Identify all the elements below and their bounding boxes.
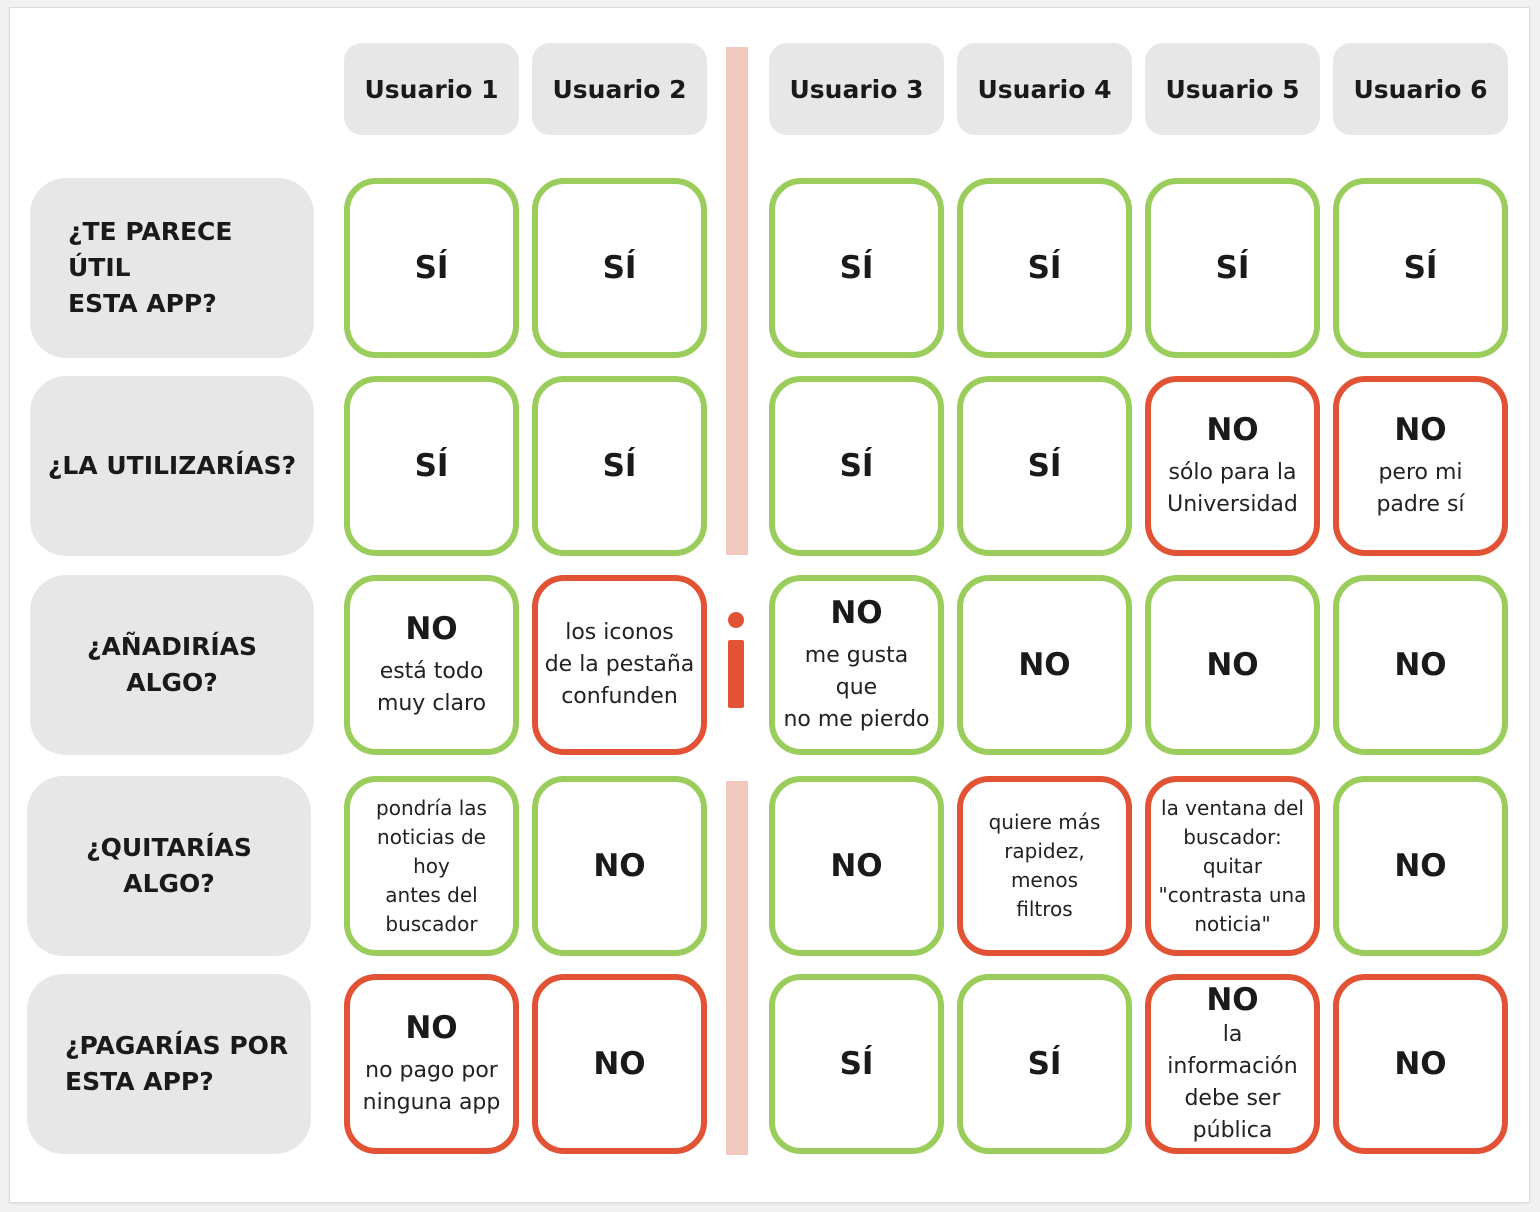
answer-main: SÍ [839, 250, 874, 286]
answer-main: NO [1394, 647, 1447, 683]
exclamation-dot [728, 612, 744, 628]
question-label: ¿QUITARÍAS ALGO? [86, 833, 252, 898]
answer-card-r1-u1: SÍ [344, 178, 519, 358]
header-usuario-4: Usuario 4 [957, 43, 1132, 135]
answer-card-r4-u3: NO [769, 776, 944, 956]
question-1: ¿TE PARECE ÚTIL ESTA APP? [30, 178, 314, 358]
question-label: ¿PAGARÍAS POR ESTA APP? [65, 1031, 289, 1096]
answer-note: la ventana del buscador: quitar "contras… [1158, 795, 1307, 936]
answer-card-r5-u4: SÍ [957, 974, 1132, 1154]
answer-note: pero mi padre sí [1376, 460, 1465, 517]
answer-main: NO [1206, 647, 1259, 683]
exclamation-icon [726, 612, 748, 708]
exclamation-stem [728, 640, 744, 708]
answer-card-r5-u3: SÍ [769, 974, 944, 1154]
answer-card-r3-u6: NO [1333, 575, 1508, 755]
answer-main: SÍ [602, 250, 637, 286]
answer-main: NO [1018, 647, 1071, 683]
answer-main: NO [830, 595, 883, 631]
answer-card-r2-u5: NO sólo para la Universidad [1145, 376, 1320, 556]
answer-main: SÍ [602, 448, 637, 484]
answer-card-r1-u2: SÍ [532, 178, 707, 358]
answer-main: NO [593, 848, 646, 884]
header-usuario-1: Usuario 1 [344, 43, 519, 135]
answer-main: NO [593, 1046, 646, 1082]
answer-main: NO [405, 1010, 458, 1046]
answer-card-r2-u2: SÍ [532, 376, 707, 556]
question-label: ¿LA UTILIZARÍAS? [47, 451, 297, 480]
answer-note: me gusta que no me pierdo [783, 643, 930, 732]
question-label: ¿TE PARECE ÚTIL ESTA APP? [68, 217, 233, 318]
answer-card-r5-u1: NO no pago por ninguna app [344, 974, 519, 1154]
answer-card-r2-u4: SÍ [957, 376, 1132, 556]
answer-card-r4-u6: NO [1333, 776, 1508, 956]
answer-note: pondría las noticias de hoy antes del bu… [376, 795, 487, 936]
divider-bar-top [726, 47, 748, 555]
answer-main: NO [1394, 1046, 1447, 1082]
answer-note: está todo muy claro [376, 659, 487, 716]
answer-card-r5-u2: NO [532, 974, 707, 1154]
answer-card-r3-u2: los iconos de la pestaña confunden [532, 575, 707, 755]
answer-note: sólo para la Universidad [1167, 460, 1298, 517]
question-5: ¿PAGARÍAS POR ESTA APP? [27, 974, 311, 1154]
answer-note: quiere más rapidez, menos filtros [988, 810, 1101, 921]
answer-main: SÍ [839, 448, 874, 484]
answer-card-r4-u2: NO [532, 776, 707, 956]
answer-note: los iconos de la pestaña confunden [544, 620, 695, 709]
answer-main: NO [830, 848, 883, 884]
divider-bar-bottom [726, 781, 748, 1155]
question-3: ¿AÑADIRÍAS ALGO? [30, 575, 314, 755]
answer-main: SÍ [1215, 250, 1250, 286]
answer-note: no pago por ninguna app [362, 1058, 501, 1115]
answer-main: SÍ [1027, 1046, 1062, 1082]
answer-card-r2-u6: NO pero mi padre sí [1333, 376, 1508, 556]
answer-card-r3-u3: NO me gusta que no me pierdo [769, 575, 944, 755]
question-label: ¿AÑADIRÍAS ALGO? [86, 632, 258, 697]
answer-card-r5-u5: NO la información debe ser pública [1145, 974, 1320, 1154]
answer-main: SÍ [414, 250, 449, 286]
answer-card-r2-u3: SÍ [769, 376, 944, 556]
answer-main: SÍ [1027, 448, 1062, 484]
answer-card-r1-u4: SÍ [957, 178, 1132, 358]
answer-main: NO [405, 611, 458, 647]
question-2: ¿LA UTILIZARÍAS? [30, 376, 314, 556]
answer-main: NO [1394, 848, 1447, 884]
answer-card-r5-u6: NO [1333, 974, 1508, 1154]
answer-card-r1-u3: SÍ [769, 178, 944, 358]
answer-card-r3-u4: NO [957, 575, 1132, 755]
answer-main: NO [1206, 982, 1259, 1018]
answer-card-r2-u1: SÍ [344, 376, 519, 556]
answer-card-r1-u5: SÍ [1145, 178, 1320, 358]
header-usuario-5: Usuario 5 [1145, 43, 1320, 135]
answer-card-r3-u5: NO [1145, 575, 1320, 755]
answer-card-r4-u4: quiere más rapidez, menos filtros [957, 776, 1132, 956]
question-4: ¿QUITARÍAS ALGO? [27, 776, 311, 956]
answer-card-r4-u1: pondría las noticias de hoy antes del bu… [344, 776, 519, 956]
answer-main: NO [1394, 412, 1447, 448]
header-usuario-2: Usuario 2 [532, 43, 707, 135]
answer-main: SÍ [839, 1046, 874, 1082]
answer-main: SÍ [1027, 250, 1062, 286]
header-usuario-6: Usuario 6 [1333, 43, 1508, 135]
answer-main: SÍ [414, 448, 449, 484]
answer-card-r1-u6: SÍ [1333, 178, 1508, 358]
answer-note: la información debe ser pública [1167, 1022, 1298, 1143]
answer-main: NO [1206, 412, 1259, 448]
answer-card-r4-u5: la ventana del buscador: quitar "contras… [1145, 776, 1320, 956]
answer-main: SÍ [1403, 250, 1438, 286]
answer-card-r3-u1: NO está todo muy claro [344, 575, 519, 755]
header-usuario-3: Usuario 3 [769, 43, 944, 135]
